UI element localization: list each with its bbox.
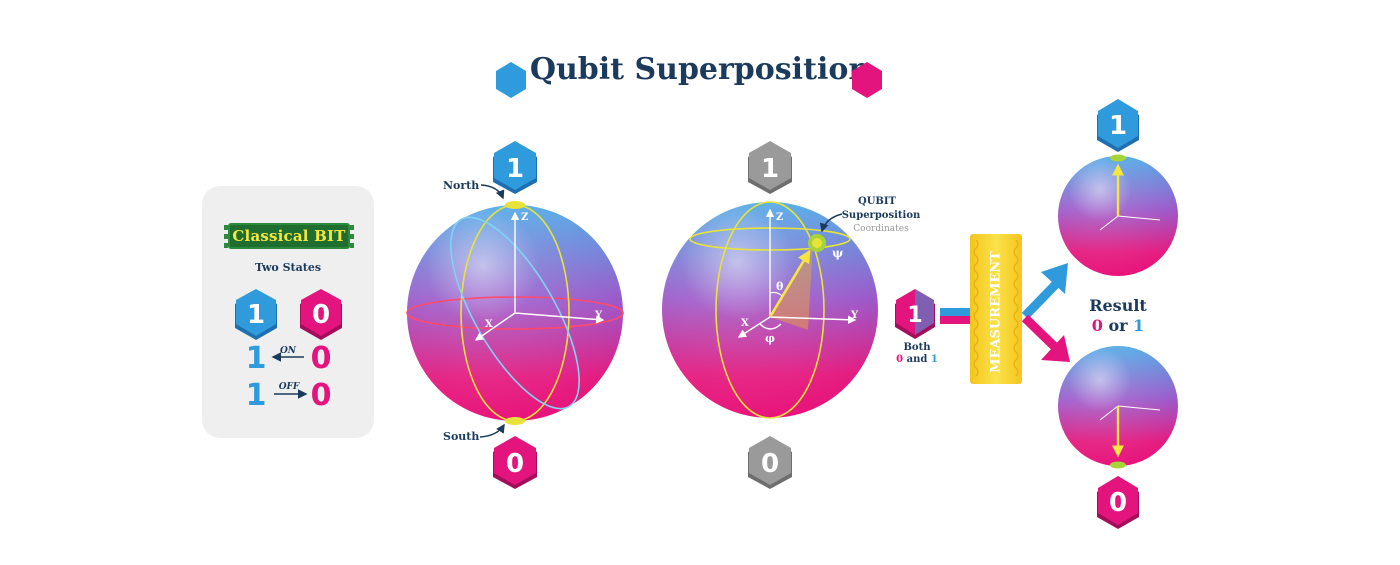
title-hexagon-blue-icon (496, 62, 526, 98)
north-arrow-icon (480, 184, 505, 200)
superposition-sphere (662, 201, 878, 419)
on-row-one: 1 (246, 341, 267, 376)
super-bottom-digit: 0 (761, 449, 779, 479)
super-top-digit: 1 (761, 154, 779, 184)
qubit-input-digit: 1 (907, 303, 922, 328)
classical-hex-zero-icon (300, 289, 342, 340)
off-row-one: 1 (246, 378, 267, 413)
phi-label: φ (765, 332, 775, 345)
axis-y-label: Y (594, 310, 603, 321)
south-label: South (443, 430, 479, 443)
result-one: 1 (1133, 316, 1144, 335)
callout-coordinates: Coordinates (853, 224, 909, 234)
off-label: OFF (279, 382, 300, 392)
page-title: Qubit Superposition (529, 52, 871, 87)
measurement-label: MEASUREMENT (989, 251, 1004, 373)
outcome-bottom-digit: 0 (1109, 488, 1127, 518)
measurement-device-icon (970, 234, 1022, 384)
result-or: or (1103, 316, 1133, 335)
callout-qubit: QUBIT (858, 196, 897, 207)
both-zero: 0 (896, 354, 903, 365)
result-label: Result (1089, 296, 1147, 315)
on-row-zero: 0 (311, 341, 332, 376)
result-arrow-down-icon (1021, 314, 1070, 362)
bloch-top-digit: 1 (506, 154, 524, 184)
theta-label: θ (776, 280, 783, 293)
outcome-sphere-one (1058, 154, 1178, 276)
classical-hex-one-digit: 1 (247, 300, 265, 330)
south-arrow-icon (479, 423, 505, 438)
classical-bit-label: Classical BIT (232, 227, 346, 245)
both-one: 1 (931, 354, 938, 365)
callout-arrow-icon (819, 213, 843, 233)
title-hexagon-pink-icon (852, 62, 882, 98)
on-label: ON (280, 346, 297, 356)
classical-hex-zero-digit: 0 (312, 300, 330, 330)
qubit-input-hex-icon (895, 289, 935, 339)
super-bottom-hex-icon (748, 436, 792, 489)
super-axis-y-label: Y (850, 310, 859, 321)
both-and-label: 0 and 1 (896, 354, 938, 365)
result-value: 0 or 1 (1092, 316, 1145, 335)
bloch-top-hex-icon (493, 141, 537, 194)
both-label: Both (903, 342, 931, 353)
classical-hex-one-icon (235, 289, 277, 340)
both-and: and (903, 354, 931, 365)
north-label: North (443, 179, 479, 192)
result-zero: 0 (1092, 316, 1103, 335)
axis-x-label: X (485, 319, 493, 330)
outcome-top-hex-icon (1097, 99, 1139, 152)
super-top-hex-icon (748, 141, 792, 194)
bloch-sphere (406, 201, 624, 425)
super-axis-z-label: Z (776, 212, 783, 223)
axis-z-label: Z (521, 212, 528, 223)
bloch-bottom-digit: 0 (506, 449, 524, 479)
callout-superposition: Superposition (842, 210, 921, 221)
measurement-input-bar-icon (940, 308, 972, 324)
off-row-zero: 0 (311, 378, 332, 413)
outcome-top-digit: 1 (1109, 111, 1127, 141)
two-states-label: Two States (254, 261, 322, 274)
outcome-bottom-hex-icon (1097, 476, 1139, 529)
bloch-bottom-hex-icon (493, 436, 537, 489)
psi-label: ψ (832, 246, 843, 260)
classical-bit-badge: Classical BIT (224, 219, 354, 253)
result-arrow-up-icon (1021, 263, 1068, 320)
super-axis-x-label: X (741, 318, 749, 329)
outcome-sphere-zero (1058, 346, 1178, 469)
